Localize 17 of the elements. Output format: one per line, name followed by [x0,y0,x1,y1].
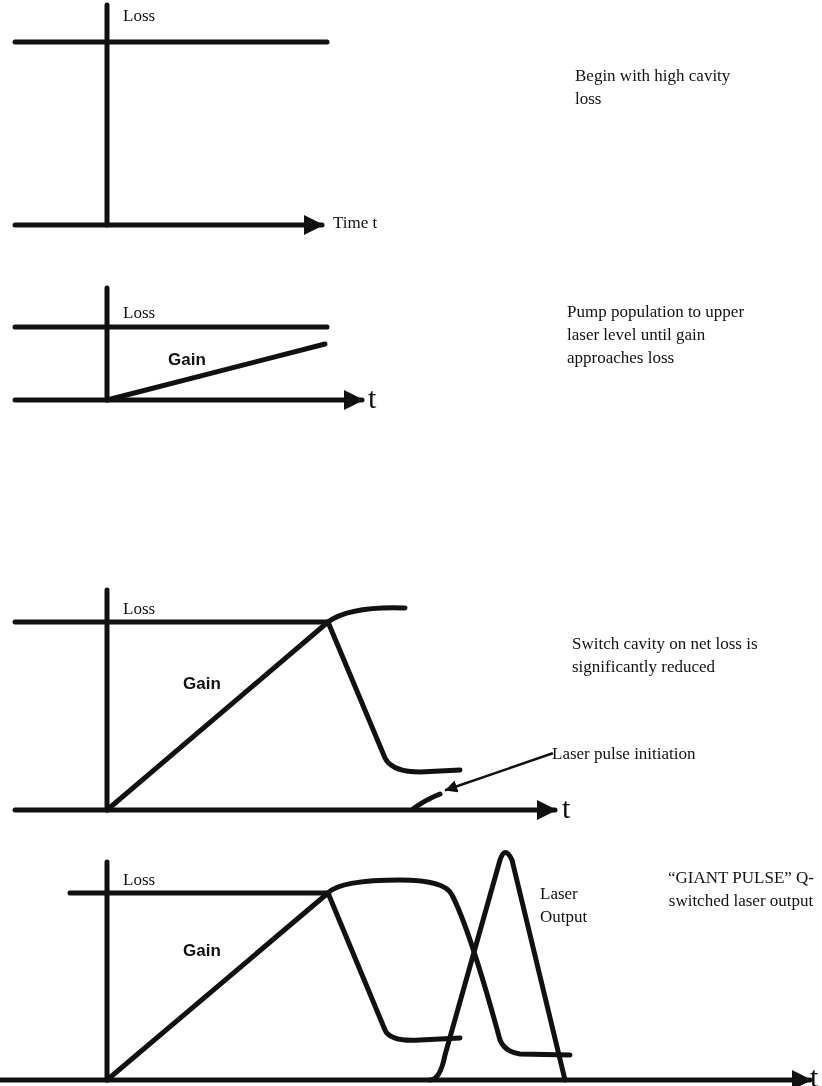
leader-line [444,752,554,793]
curve-label: Laser Output [540,883,589,928]
axis-label: t [562,793,571,823]
axis-label: Loss [123,5,156,27]
curve-label: Gain [183,940,221,962]
axis-label: Loss [123,302,156,324]
callout-text: Laser pulse initiation [552,742,696,765]
step-description: Pump population to upper laser level until gain approaches loss [567,301,746,369]
axis-label: Loss [123,598,156,620]
curve-label: Gain [183,673,221,695]
step-description: Begin with high cavity loss [575,65,732,110]
axis-label: Loss [123,869,156,891]
step-description: “GIANT PULSE” Q-switched laser output [666,867,816,912]
axis-label: t [368,383,377,413]
step-description: Switch cavity on net loss is significantly reduced [572,633,759,678]
axis-label: Time t [333,212,378,234]
curve-label: Gain [168,349,206,371]
